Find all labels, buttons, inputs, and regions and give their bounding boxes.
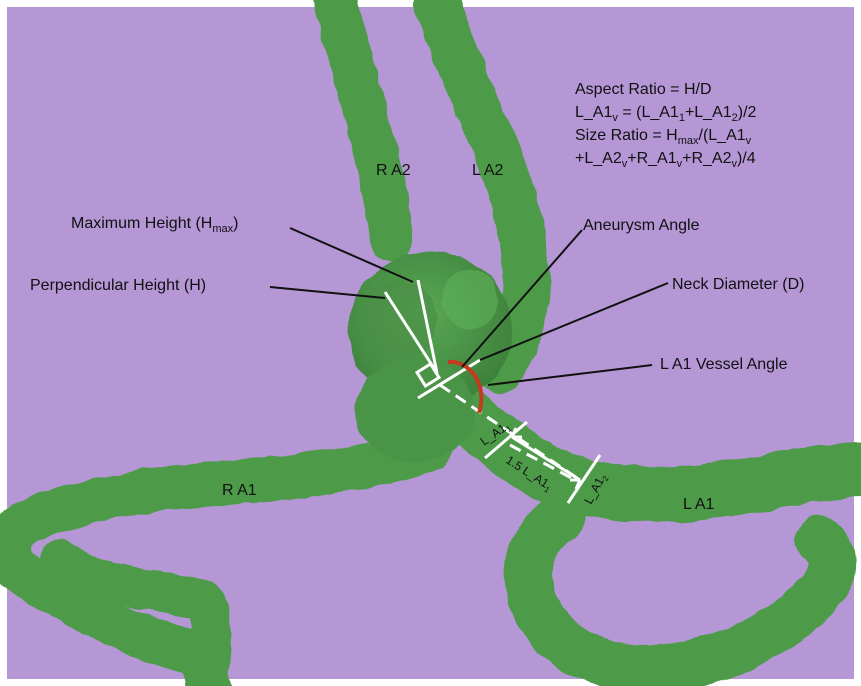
vessel-label-ra1: R A1 (222, 482, 257, 499)
label-neck-diameter: Neck Diameter (D) (672, 276, 804, 293)
label-aneurysm-angle: Aneurysm Angle (583, 217, 700, 234)
vessel-label-la1: L A1 (683, 496, 715, 513)
formula-aspect-ratio: Aspect Ratio = H/D (575, 81, 712, 98)
label-la1-vessel-angle: L A1 Vessel Angle (660, 356, 788, 373)
vessel-label-la2: L A2 (472, 162, 504, 179)
label-perpendicular-height: Perpendicular Height (H) (30, 277, 206, 294)
vessel-label-ra2: R A2 (376, 162, 411, 179)
